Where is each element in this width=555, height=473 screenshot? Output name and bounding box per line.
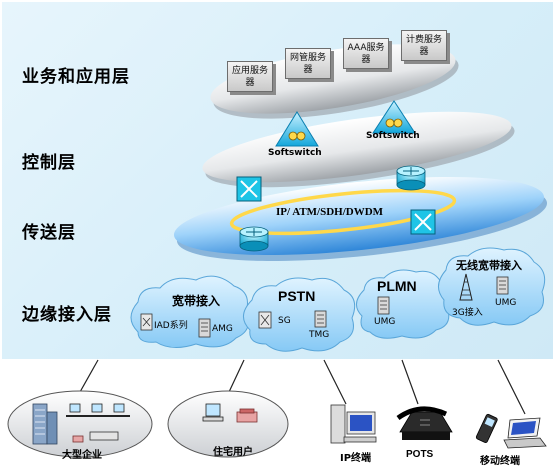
transport-protocols-label: IP/ ATM/SDH/DWDM — [276, 206, 384, 218]
ip-terminal-icon — [330, 404, 377, 444]
residential-label: 住宅用户 — [213, 447, 253, 458]
pots-label: POTS — [406, 449, 434, 460]
softswitch-left-label: Softswitch — [268, 148, 322, 158]
service-layer-ellipse — [210, 44, 459, 119]
plmn-title: PLMN — [377, 278, 417, 294]
sg-device-icon — [258, 311, 272, 329]
antenna-icon — [459, 273, 473, 301]
amg-device-icon — [198, 318, 211, 338]
wireless-broadband-title: 无线宽带接入 — [456, 259, 522, 272]
wireless-umg-label: UMG — [495, 298, 517, 308]
pstn-title: PSTN — [278, 288, 316, 304]
tmg-label: TMG — [309, 330, 330, 340]
user-connection-lines — [79, 359, 526, 415]
wireless-access-cloud — [438, 247, 546, 326]
billing-server: 计费服务器 — [401, 30, 447, 61]
network-management-server: 网管服务器 — [285, 48, 331, 79]
control-layer-ellipse — [202, 111, 515, 188]
tmg-device-icon — [314, 310, 327, 328]
sg-label: SG — [278, 316, 291, 326]
residential-user-group — [167, 390, 289, 458]
laptop-icon — [503, 417, 547, 449]
iad-device-icon — [140, 313, 153, 331]
amg-label: AMG — [212, 324, 233, 334]
service-layer-label: 业务和应用层 — [22, 67, 130, 87]
softswitch-right-icon — [372, 100, 416, 134]
router-icon — [239, 226, 269, 252]
router-icon — [396, 165, 426, 191]
pstn-access-cloud — [243, 277, 356, 352]
aaa-server: AAA服务器 — [343, 38, 389, 69]
atm-switch-icon — [236, 176, 262, 202]
iad-series-label: IAD系列 — [154, 321, 188, 331]
enterprise-label: 大型企业 — [62, 450, 102, 461]
atm-switch-icon — [410, 209, 436, 235]
application-server: 应用服务器 — [227, 61, 273, 92]
pots-phone-icon — [396, 406, 453, 440]
softswitch-right-label: Softswitch — [366, 131, 420, 141]
umg-device-icon — [496, 276, 509, 295]
umg-device-icon — [377, 296, 390, 315]
access-3g-label: 3G接入 — [452, 308, 483, 318]
plmn-umg-label: UMG — [374, 317, 396, 327]
broadband-access-cloud — [130, 275, 249, 348]
mobile-terminal-label: 移动终端 — [480, 456, 520, 467]
control-layer-label: 控制层 — [22, 153, 76, 173]
mobile-phone-icon — [475, 413, 498, 443]
access-layer-label: 边缘接入层 — [22, 305, 112, 325]
broadband-access-title: 宽带接入 — [172, 294, 221, 308]
enterprise-user-group — [7, 390, 153, 458]
transport-layer-label: 传送层 — [22, 223, 76, 243]
ip-terminal-label: IP终端 — [340, 453, 372, 464]
softswitch-left-icon — [275, 111, 319, 147]
